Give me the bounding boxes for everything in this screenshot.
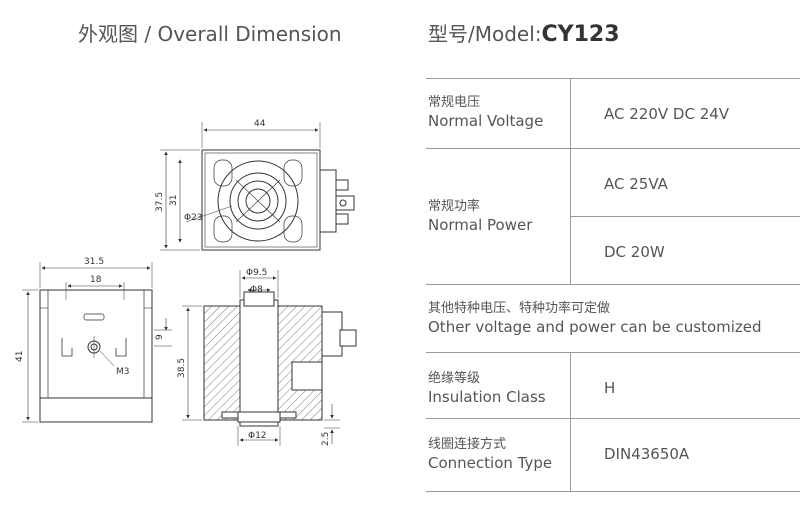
model-prefix: 型号/Model: bbox=[428, 22, 542, 46]
dim-phi23: Φ23 bbox=[184, 213, 203, 223]
power-value-ac: AC 25VA bbox=[604, 175, 668, 193]
dim-bore-top: Φ8 bbox=[250, 285, 263, 295]
connection-value: DIN43650A bbox=[604, 445, 690, 463]
dim-section-height: 38.5 bbox=[177, 358, 187, 378]
section-view bbox=[182, 270, 357, 446]
dim-left-height: 41 bbox=[15, 351, 25, 362]
dim-base: 2.5 bbox=[321, 432, 331, 446]
dim-inner-height: 31 bbox=[169, 195, 179, 206]
dim-phi12: Φ12 bbox=[248, 431, 267, 441]
insulation-value: H bbox=[604, 379, 616, 397]
spec-row-voltage: 常规电压 Normal Voltage AC 220V DC 24V bbox=[426, 78, 800, 149]
dim-outer-height: 37.5 bbox=[155, 192, 165, 212]
connection-label: 线圈连接方式 Connection Type bbox=[428, 437, 553, 472]
model-title: 型号/Model:CY123 bbox=[428, 18, 620, 47]
spec-row-power: 常规功率 Normal Power AC 25VA DC 20W bbox=[426, 148, 800, 285]
power-value-dc: DC 20W bbox=[604, 243, 665, 261]
dim-top-width: 44 bbox=[254, 119, 266, 129]
spec-row-custom: 其他特种电压、特种功率可定做 Other voltage and power c… bbox=[426, 284, 800, 353]
dimension-drawing: 44 37.5 31 Φ23 31.5 18 41 9 M3 bbox=[15, 119, 357, 446]
left-view bbox=[22, 262, 172, 423]
custom-note: 其他特种电压、特种功率可定做 Other voltage and power c… bbox=[428, 301, 762, 336]
dim-left-inner: 18 bbox=[90, 275, 102, 285]
voltage-value: AC 220V DC 24V bbox=[604, 105, 730, 123]
voltage-label: 常规电压 Normal Voltage bbox=[428, 95, 544, 130]
model-number: CY123 bbox=[541, 22, 620, 47]
power-label: 常规功率 Normal Power bbox=[428, 199, 533, 234]
spec-row-insulation: 绝缘等级 Insulation Class H bbox=[426, 352, 800, 419]
insulation-label: 绝缘等级 Insulation Class bbox=[428, 371, 546, 406]
dim-phi95: Φ9.5 bbox=[246, 268, 267, 278]
drawing-title: 外观图 / Overall Dimension bbox=[78, 22, 342, 46]
dim-screw: M3 bbox=[116, 367, 130, 377]
dim-left-width: 31.5 bbox=[84, 257, 104, 267]
spec-row-connection: 线圈连接方式 Connection Type DIN43650A bbox=[426, 418, 800, 492]
dim-left-offset: 9 bbox=[155, 334, 165, 340]
top-view bbox=[160, 122, 355, 251]
